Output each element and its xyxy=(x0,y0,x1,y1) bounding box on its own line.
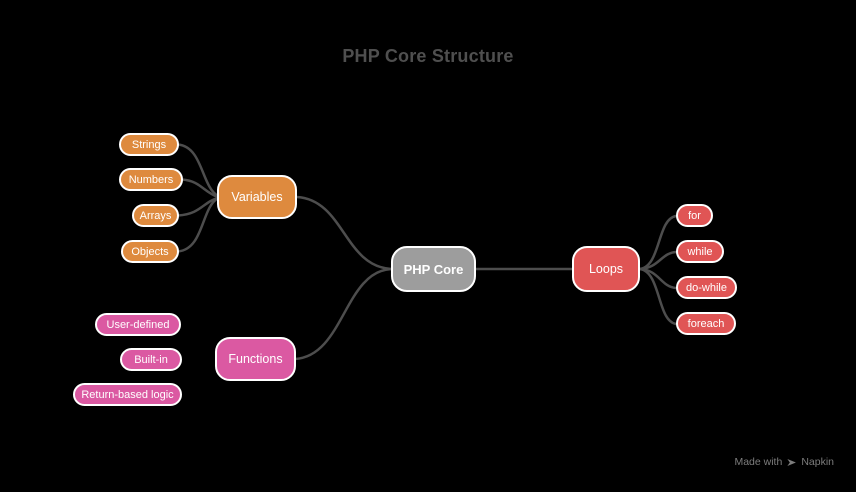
watermark-made-with: Made with xyxy=(734,456,783,468)
node-php-core[interactable]: PHP Core xyxy=(391,246,476,292)
edge-loops-foreach xyxy=(638,267,678,326)
node-arrays[interactable]: Arrays xyxy=(132,204,179,227)
node-foreach[interactable]: foreach xyxy=(676,312,736,335)
node-return-based-logic[interactable]: Return-based logic xyxy=(73,383,182,406)
node-strings[interactable]: Strings xyxy=(119,133,179,156)
node-objects[interactable]: Objects xyxy=(121,240,179,263)
node-while[interactable]: while xyxy=(676,240,724,263)
node-do-while[interactable]: do-while xyxy=(676,276,737,299)
node-numbers[interactable]: Numbers xyxy=(119,168,183,191)
edge-numbers-variables xyxy=(180,178,220,199)
edge-loops-for xyxy=(638,214,678,271)
node-built-in[interactable]: Built-in xyxy=(120,348,182,371)
edge-arrays-variables xyxy=(176,196,220,217)
edge-strings-variables xyxy=(176,143,220,198)
edge-objects-variables xyxy=(176,196,220,253)
edge-variables-phpcore xyxy=(295,195,393,271)
node-for[interactable]: for xyxy=(676,204,713,227)
node-user-defined[interactable]: User-defined xyxy=(95,313,181,336)
node-loops[interactable]: Loops xyxy=(572,246,640,292)
edge-functions-phpcore xyxy=(293,267,393,361)
node-variables[interactable]: Variables xyxy=(217,175,297,219)
node-functions[interactable]: Functions xyxy=(215,337,296,381)
watermark[interactable]: Made with Napkin xyxy=(734,456,834,468)
napkin-logo-icon xyxy=(787,458,797,466)
watermark-brand: Napkin xyxy=(801,456,834,468)
diagram-title: PHP Core Structure xyxy=(342,46,514,66)
